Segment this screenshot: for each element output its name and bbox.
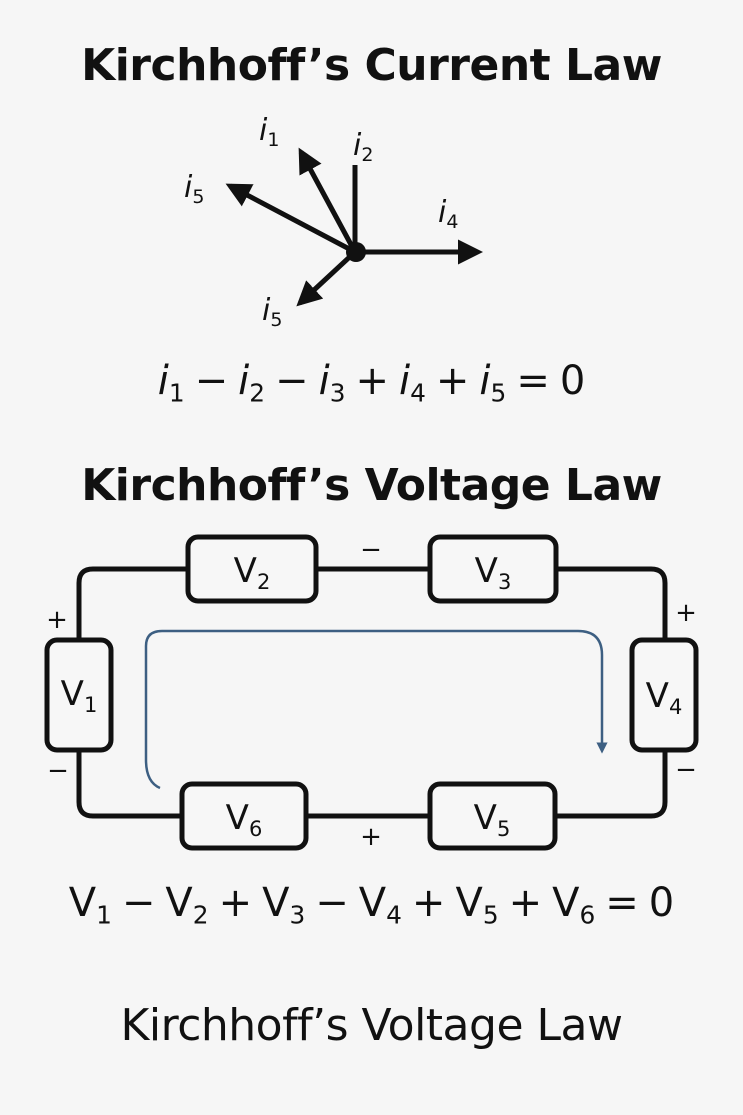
equation-operator: +	[218, 880, 253, 926]
polarity-v4-bottom: −	[675, 755, 697, 785]
equation-term: i1	[157, 358, 185, 408]
label-v3: V3	[475, 551, 512, 594]
branch-i1-arrow	[298, 147, 358, 254]
equation-operator: −	[194, 358, 229, 404]
label-v6: V6	[226, 798, 263, 841]
equation-term: i2	[238, 358, 266, 408]
equation-operator: +	[435, 358, 470, 404]
label-i1: i1	[259, 113, 279, 151]
element-v2-box	[185, 534, 319, 604]
equation-operator: +	[411, 880, 446, 926]
label-v1: V1	[61, 674, 98, 717]
equation-operator: +	[508, 880, 543, 926]
equation-term: V4	[358, 880, 402, 930]
element-v4-box	[629, 637, 699, 753]
polarity-v1-top: +	[46, 605, 68, 635]
equation-operator: −	[275, 358, 309, 404]
kcl-title: Kirchhoff’s Current Law	[81, 40, 662, 91]
kvl-circuit	[76, 566, 668, 819]
footer-title: Kirchhoff’s Voltage Law	[120, 1000, 623, 1051]
wire-bottom-right	[555, 750, 668, 819]
label-v2: V2	[234, 551, 271, 594]
wire-top-right	[556, 566, 668, 640]
kvl-title: Kirchhoff’s Voltage Law	[81, 460, 662, 511]
wire-bottom-left	[76, 750, 182, 819]
equation-term: V2	[165, 880, 209, 930]
equation-operator: =	[516, 358, 550, 404]
branch-i5-upper-arrow	[225, 183, 357, 255]
element-v1-box	[44, 637, 114, 753]
equation-constant: 0	[559, 358, 586, 404]
polarity-top-middle: −	[360, 535, 382, 565]
equation-operator: +	[355, 358, 389, 404]
loop-direction-arrow	[144, 629, 608, 790]
element-v5-box	[427, 781, 558, 851]
kcl-equation: i1−i2−i3+i4+i5=0	[0, 358, 743, 407]
wire-top-left	[76, 566, 188, 640]
equation-term: V6	[552, 880, 596, 930]
label-i2: i2	[353, 128, 373, 166]
equation-operator: =	[605, 880, 639, 926]
equation-term: i4	[398, 358, 426, 408]
polarity-v4-top: +	[675, 598, 697, 628]
polarity-bottom-middle: +	[360, 822, 382, 852]
branch-i5-lower-arrow	[296, 250, 357, 307]
equation-term: i3	[318, 358, 346, 408]
label-i5-lower: i5	[262, 293, 282, 331]
kcl-node	[225, 147, 483, 307]
equation-operator: −	[121, 880, 156, 926]
kvl-equation: V1−V2+V3−V4+V5+V6=0	[0, 880, 743, 929]
equation-term: V5	[455, 880, 499, 930]
polarity-v1-bottom: −	[47, 756, 69, 786]
equation-term: V1	[68, 880, 112, 930]
element-v6-box	[179, 781, 309, 851]
label-v4: V4	[646, 676, 683, 719]
node-dot	[346, 242, 366, 262]
equation-constant: 0	[648, 880, 675, 926]
equation-operator: −	[315, 880, 349, 926]
label-i4: i4	[438, 195, 458, 233]
label-v5: V5	[474, 798, 511, 841]
equation-term: V3	[262, 880, 306, 930]
equation-term: i5	[479, 358, 507, 408]
label-i5-upper: i5	[184, 170, 204, 208]
element-v3-box	[427, 534, 559, 604]
